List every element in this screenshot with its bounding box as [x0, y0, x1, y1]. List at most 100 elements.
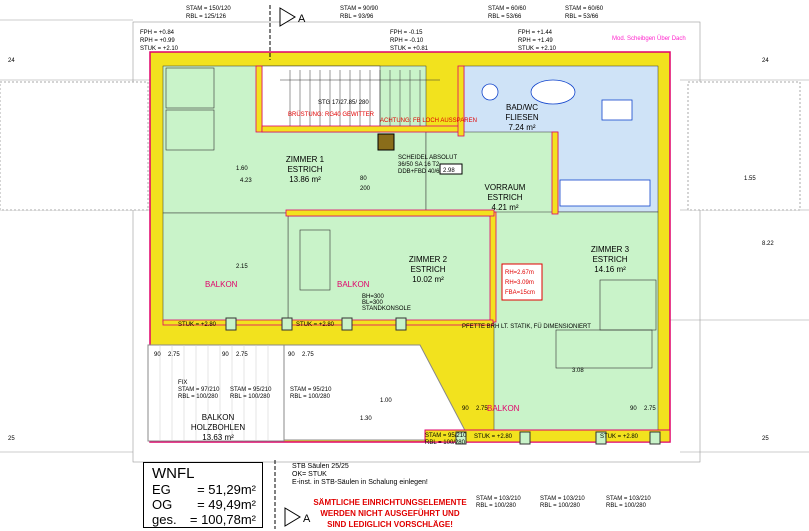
- window-base-1: STAM = 103/210 RBL = 100/280: [476, 496, 521, 509]
- estrich-note: ACHTUNG: FB LOCH AUSSPAREN: [380, 118, 477, 124]
- svg-text:STAM = 103/210: STAM = 103/210: [606, 496, 651, 502]
- top-note: Mod. Scheibgen Über Dach: [612, 35, 686, 42]
- drawing-frame: [0, 19, 809, 463]
- stair-note: STG 17/27.85/ 280: [318, 100, 369, 106]
- window-top-1-rbl: RBL = 125/126: [186, 14, 227, 20]
- wnfl-row-value: = 49,49m²: [197, 497, 256, 512]
- stair-spec: BRÜSTUNG: RG40 GEWITTER: [288, 111, 375, 118]
- dim-bottom-8: 2.75: [476, 406, 488, 412]
- svg-text:HOLZBOHLEN: HOLZBOHLEN: [191, 423, 245, 432]
- window-top-3-rbl: RBL = 53/66: [488, 14, 522, 20]
- window-bottom-2: STAM = 95/210 RBL = 100/280: [230, 387, 272, 400]
- dim-bottom-7: 90: [462, 406, 469, 412]
- stuk-label-1: STUK = +2.80: [178, 322, 217, 328]
- window-top-4-rbl: RBL = 53/66: [565, 14, 599, 20]
- dim-bottom-6: 2.75: [302, 352, 314, 358]
- svg-text:STAM = 95/210: STAM = 95/210: [290, 387, 332, 393]
- dim-bottom-9: 90: [630, 406, 637, 412]
- svg-text:STUK = +0.81: STUK = +0.81: [390, 46, 429, 52]
- disclaimer-line: SÄMTLICHE EINRICHTUNGSELEMENTE: [313, 498, 467, 507]
- dim-inner-2: 1.60: [236, 166, 248, 172]
- svg-text:36/50 SA 16 T2: 36/50 SA 16 T2: [398, 162, 440, 168]
- svg-text:RBL = 100/280: RBL = 100/280: [425, 440, 466, 446]
- room-label-bad: BAD/WC FLIESEN 7.24 m²: [505, 103, 539, 132]
- dim-bottom-3: 90: [222, 352, 229, 358]
- room-height-text: RH=2.67m RH=3.09m FBA=15cm: [505, 270, 535, 296]
- window-base-3: STAM = 103/210 RBL = 100/280: [606, 496, 651, 509]
- stuk-label-2: STUK = +2.80: [296, 322, 335, 328]
- window-bottom-3: STAM = 95/210 RBL = 100/280: [290, 387, 332, 400]
- svg-text:ESTRICH: ESTRICH: [592, 255, 627, 264]
- svg-text:STAM = 103/210: STAM = 103/210: [476, 496, 521, 502]
- svg-text:RBL = 100/280: RBL = 100/280: [476, 503, 517, 509]
- svg-text:BALKON: BALKON: [202, 413, 235, 422]
- svg-text:ZIMMER 2: ZIMMER 2: [409, 255, 448, 264]
- room-floors: [162, 65, 659, 431]
- section-marker-top: A: [269, 5, 306, 60]
- dim-bottom-5: 90: [288, 352, 295, 358]
- svg-text:ZIMMER 3: ZIMMER 3: [591, 245, 630, 254]
- wnfl-row-label: EG: [152, 482, 171, 497]
- dim-left-2: 25: [8, 436, 15, 442]
- balcony-boards: [159, 345, 269, 441]
- stb-note-line: E-inst. in STB-Säulen in Schalung einleg…: [292, 479, 428, 486]
- wnfl-title: WNFL: [152, 465, 195, 482]
- svg-text:RH=3.09m: RH=3.09m: [505, 280, 534, 286]
- room-height-box: [501, 263, 543, 301]
- interior-walls: [162, 65, 559, 326]
- dim-inner-4: 80: [360, 176, 367, 182]
- svg-text:STAM = 97/210: STAM = 97/210: [178, 387, 220, 393]
- svg-text:RPH = -0.10: RPH = -0.10: [390, 38, 424, 44]
- svg-text:FPH = -0.15: FPH = -0.15: [390, 30, 423, 36]
- floor-zimmer-1b: [162, 212, 289, 323]
- room-label-zimmer-1: ZIMMER 1 ESTRICH 13.86 m²: [286, 155, 325, 184]
- svg-text:RBL = 100/280: RBL = 100/280: [540, 503, 581, 509]
- balcony-label: BALKON HOLZBOHLEN 13.63 m²: [191, 413, 245, 442]
- svg-text:FBA=15cm: FBA=15cm: [505, 290, 535, 296]
- left-eave-hatch: [0, 81, 149, 211]
- svg-text:FPH = +1.44: FPH = +1.44: [518, 30, 553, 36]
- room-label-zimmer-2: ZIMMER 2 ESTRICH 10.02 m²: [409, 255, 448, 284]
- svg-text:ESTRICH: ESTRICH: [487, 193, 522, 202]
- svg-text:STUK = +2.10: STUK = +2.10: [518, 46, 557, 52]
- window-top-2-rbl: RBL = 93/96: [340, 14, 374, 20]
- svg-text:STAM = 103/210: STAM = 103/210: [540, 496, 585, 502]
- height-note-1: FPH = +0.84 RPH = +0.99 STUK = +2.10: [140, 30, 179, 52]
- window-base-2: STAM = 103/210 RBL = 100/280: [540, 496, 585, 509]
- svg-text:ZIMMER 1: ZIMMER 1: [286, 155, 325, 164]
- right-eave-hatch: [687, 81, 801, 211]
- svg-text:A: A: [298, 13, 306, 25]
- room-label-zimmer-3: ZIMMER 3 ESTRICH 14.16 m²: [591, 245, 630, 274]
- height-note-2: FPH = -0.15 RPH = -0.10 STUK = +0.81: [390, 30, 429, 52]
- disclaimer-line: WERDEN NICHT AUSGEFÜHRT UND: [320, 509, 460, 518]
- dim-bottom-10: 2.75: [644, 406, 656, 412]
- window-top-1-stam: STAM = 150/120: [186, 6, 231, 12]
- chimney: [377, 133, 395, 151]
- svg-text:BAD/WC: BAD/WC: [506, 103, 538, 112]
- svg-text:STAM = 95/210: STAM = 95/210: [425, 433, 467, 439]
- wnfl-row-value: = 51,29m²: [197, 482, 256, 497]
- floor-stair: [261, 65, 381, 133]
- bathroom-fixtures: [481, 79, 651, 207]
- dim-bottom-4: 2.75: [236, 352, 248, 358]
- wnfl-row-label: ges.: [152, 512, 177, 527]
- dim-left-1: 24: [8, 58, 15, 64]
- svg-text:STAM = 95/210: STAM = 95/210: [230, 387, 272, 393]
- svg-text:A: A: [303, 513, 311, 525]
- window-bottom-1: FIX STAM = 97/210 RBL = 100/280: [178, 380, 220, 400]
- svg-text:BL=300: BL=300: [362, 300, 384, 306]
- svg-text:RH=2.67m: RH=2.67m: [505, 270, 534, 276]
- svg-text:ESTRICH: ESTRICH: [410, 265, 445, 274]
- dim-right-2: 8.22: [762, 241, 774, 247]
- balkon-label-1: BALKON: [205, 280, 238, 289]
- floor-vorraum: [425, 131, 559, 221]
- svg-text:FLIESEN: FLIESEN: [505, 113, 539, 122]
- dim-right-4: 25: [762, 436, 769, 442]
- dim-inner-3: 2.15: [236, 264, 248, 270]
- dim-right-3: 24: [762, 58, 769, 64]
- svg-text:10.02 m²: 10.02 m²: [412, 275, 444, 284]
- svg-text:VORRAUM: VORRAUM: [485, 183, 526, 192]
- window-top-4-stam: STAM = 60/60: [565, 6, 604, 12]
- section-marker-bottom: A: [274, 460, 311, 529]
